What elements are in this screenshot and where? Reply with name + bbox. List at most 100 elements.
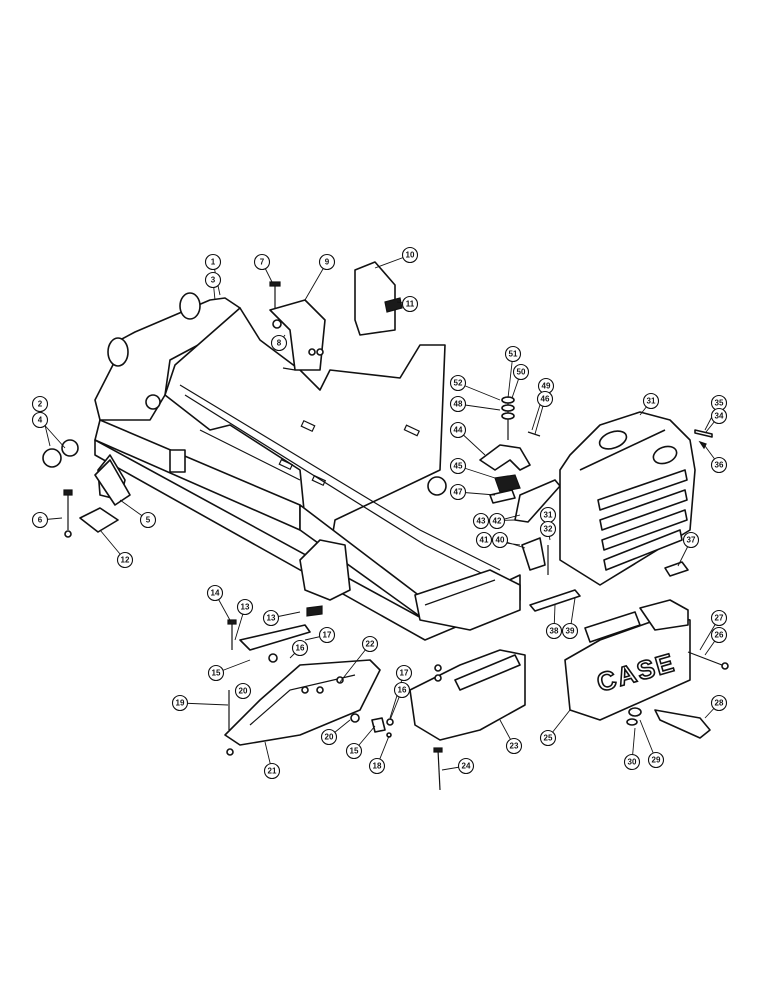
callout-number: 19 xyxy=(176,699,185,708)
callout-number: 45 xyxy=(454,462,463,471)
callout-circle xyxy=(512,363,530,381)
callout-41: 41 xyxy=(475,531,493,549)
callout-circle xyxy=(204,271,222,289)
callout-circle xyxy=(262,609,280,627)
callout-26: 26 xyxy=(710,626,728,644)
counterweight: CASE xyxy=(564,599,729,739)
callout-number: 16 xyxy=(398,686,407,695)
callout-30: 30 xyxy=(623,753,641,771)
callout-16: 16 xyxy=(393,681,411,699)
callout-circle xyxy=(710,694,728,712)
callout-number: 6 xyxy=(38,516,43,525)
callout-38: 38 xyxy=(545,622,563,640)
callout-2: 2 xyxy=(31,395,49,413)
callout-number: 20 xyxy=(325,733,334,742)
callout-circle xyxy=(647,751,665,769)
front-weight xyxy=(409,649,526,791)
callout-circle xyxy=(31,511,49,529)
main-frame xyxy=(94,292,521,641)
callout-43: 43 xyxy=(472,512,490,530)
callout-23: 23 xyxy=(505,737,523,755)
callout-circle xyxy=(31,395,49,413)
lower-pan xyxy=(224,605,394,756)
callout-circle xyxy=(263,762,281,780)
callout-46: 46 xyxy=(536,390,554,408)
callout-circle xyxy=(401,295,419,313)
callout-number: 17 xyxy=(323,631,332,640)
callout-number: 52 xyxy=(454,379,463,388)
callout-circle xyxy=(291,639,309,657)
callout-circle xyxy=(270,334,288,352)
callout-31: 31 xyxy=(642,392,660,410)
callout-number: 29 xyxy=(652,756,661,765)
callout-50: 50 xyxy=(512,363,530,381)
callout-25: 25 xyxy=(539,729,557,747)
callout-number: 43 xyxy=(477,517,486,526)
callout-circle xyxy=(642,392,660,410)
callout-circle xyxy=(536,390,554,408)
callout-11: 11 xyxy=(401,295,419,313)
callout-circle xyxy=(457,757,475,775)
callout-circle xyxy=(449,457,467,475)
callout-circle xyxy=(449,421,467,439)
callout-number: 36 xyxy=(715,461,724,470)
callout-15: 15 xyxy=(345,742,363,760)
top-brackets xyxy=(269,261,403,371)
callout-circle xyxy=(449,483,467,501)
callout-6: 6 xyxy=(31,511,49,529)
callout-number: 48 xyxy=(454,400,463,409)
callout-circle xyxy=(561,622,579,640)
callout-36: 36 xyxy=(710,456,728,474)
callout-number: 40 xyxy=(496,536,505,545)
callout-32: 32 xyxy=(539,520,557,538)
callout-9: 9 xyxy=(318,253,336,271)
callout-circle xyxy=(253,253,271,271)
callout-circle xyxy=(623,753,641,771)
callout-51: 51 xyxy=(504,345,522,363)
callout-15: 15 xyxy=(207,664,225,682)
callout-circle xyxy=(449,395,467,413)
callout-circle xyxy=(234,682,252,700)
callout-circle xyxy=(395,664,413,682)
callout-circle xyxy=(207,664,225,682)
callout-circle xyxy=(710,626,728,644)
callout-circle xyxy=(139,511,157,529)
callout-circle xyxy=(318,626,336,644)
callout-number: 7 xyxy=(260,258,265,267)
callout-circle xyxy=(682,531,700,549)
callout-number: 5 xyxy=(146,516,151,525)
callout-circle xyxy=(504,345,522,363)
callout-circle xyxy=(401,246,419,264)
callout-circle xyxy=(475,531,493,549)
callout-circle xyxy=(472,512,490,530)
callout-number: 15 xyxy=(212,669,221,678)
callout-12: 12 xyxy=(116,551,134,569)
callout-28: 28 xyxy=(710,694,728,712)
callout-number: 16 xyxy=(296,644,305,653)
callout-circle xyxy=(206,584,224,602)
callout-number: 49 xyxy=(542,382,551,391)
callout-number: 1 xyxy=(211,258,216,267)
callout-circle xyxy=(171,694,189,712)
callout-number: 31 xyxy=(544,511,553,520)
callout-number: 9 xyxy=(325,258,330,267)
callout-18: 18 xyxy=(368,757,386,775)
callout-circle xyxy=(539,729,557,747)
callout-circle xyxy=(545,622,563,640)
callout-10: 10 xyxy=(401,246,419,264)
callout-number: 44 xyxy=(454,426,463,435)
callout-number: 3 xyxy=(211,276,216,285)
callout-number: 39 xyxy=(566,627,575,636)
callout-circle xyxy=(491,531,509,549)
callout-number: 22 xyxy=(366,640,375,649)
callout-20: 20 xyxy=(320,728,338,746)
mid-parts xyxy=(479,396,581,612)
callout-37: 37 xyxy=(682,531,700,549)
callout-number: 8 xyxy=(277,339,282,348)
callout-14: 14 xyxy=(206,584,224,602)
callout-number: 17 xyxy=(400,669,409,678)
callout-number: 37 xyxy=(687,536,696,545)
callout-number: 24 xyxy=(462,762,471,771)
leader-line xyxy=(339,643,371,683)
